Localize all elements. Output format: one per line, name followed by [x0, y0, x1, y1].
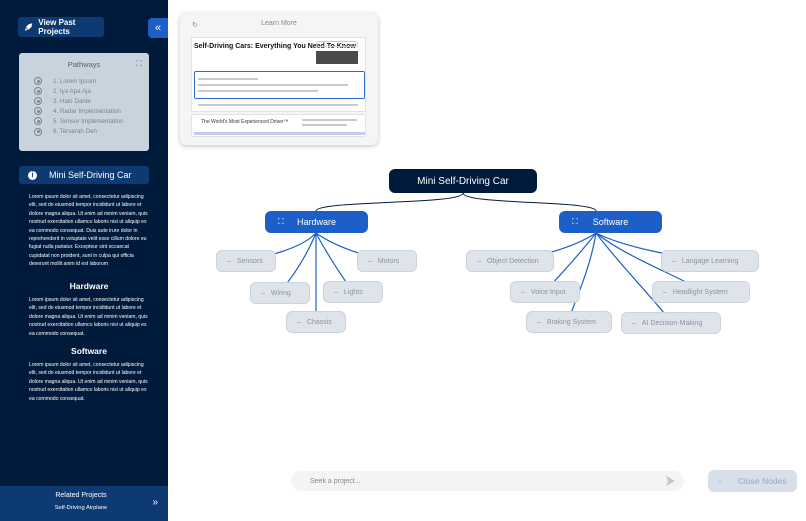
collapse-sidebar-button[interactable]: «: [148, 18, 168, 38]
pathway-label: 4. Radar Implementation: [53, 107, 121, 115]
related-projects[interactable]: Related Projects Self-Driving Airplane »: [0, 486, 168, 521]
minus-icon: –: [718, 477, 722, 485]
related-projects-title: Related Projects: [55, 492, 107, 499]
leaf-node-headlight-system[interactable]: –Headlight System: [652, 281, 750, 303]
pathways-list: 1. Lorem Ipsum 2. Iya Apa Aja 3. Halo Da…: [34, 76, 124, 137]
leaf-label: Lights: [343, 288, 363, 296]
leaf-node-wiring[interactable]: –Wiring: [250, 282, 310, 304]
pathway-bullet-icon: [34, 117, 42, 126]
leaf-node-sensors[interactable]: –Sensors: [216, 250, 276, 272]
learn-more-title: Learn More: [261, 20, 297, 27]
leaf-label: Langage Learning: [681, 257, 739, 265]
collapse-node-icon[interactable]: ⛶: [572, 217, 578, 226]
software-node-label: Software: [592, 217, 629, 227]
project-search: [291, 471, 684, 491]
leaf-node-chassis[interactable]: –Chassis: [286, 311, 346, 333]
leaf-node-braking-system[interactable]: –Braking System: [526, 311, 612, 333]
article-title: Self-Driving Cars: Everything You Need T…: [194, 43, 356, 50]
pathway-label: 2. Iya Apa Aja: [53, 87, 91, 95]
hardware-node[interactable]: ⛶ Hardware: [265, 211, 368, 233]
pathways-title: Pathways: [67, 60, 101, 69]
send-icon[interactable]: [666, 476, 675, 486]
thumbnail-line: [198, 84, 348, 86]
pathway-bullet-icon: [34, 87, 42, 96]
leaf-node-langage-learning[interactable]: –Langage Learning: [661, 250, 759, 272]
pathways-panel: Pathways ⛶ 1. Lorem Ipsum 2. Iya Apa Aja…: [19, 53, 149, 151]
thumbnail-searchbar: [316, 41, 358, 47]
leaf-label: Motors: [377, 257, 400, 265]
ad-thumbnail[interactable]: The World's Most Experienced Driver™: [191, 114, 366, 137]
leaf-node-object-detection[interactable]: –Object Detection: [466, 250, 554, 272]
intro-paragraph: Lorem ipsum dolor sit amet, consectetur …: [29, 194, 148, 268]
thumbnail-line: [198, 104, 358, 106]
thumbnail-image: [316, 51, 358, 64]
leaf-node-voice-input[interactable]: –Voice Input: [510, 281, 580, 303]
leaf-label: AI Decision-Making: [641, 319, 703, 327]
mindmap-root-node[interactable]: Mini Self-Driving Car: [389, 169, 537, 193]
pathway-item[interactable]: 3. Halo Dante: [34, 96, 124, 106]
view-past-projects-button[interactable]: View Past Projects: [18, 17, 104, 37]
pathway-bullet-icon: [34, 97, 42, 106]
pathway-label: 5. Sensor Implementation: [53, 117, 124, 125]
pathway-item[interactable]: 6. Terserah Deh: [34, 126, 124, 136]
leaf-label: Chassis: [306, 318, 332, 326]
software-node[interactable]: ⛶ Software: [559, 211, 662, 233]
article-thumbnail[interactable]: Self-Driving Cars: Everything You Need T…: [191, 37, 366, 112]
pathway-label: 6. Terserah Deh: [53, 128, 97, 136]
pathway-bullet-icon: [34, 107, 42, 116]
thumbnail-bar: [194, 132, 365, 135]
refresh-icon[interactable]: ↻: [192, 22, 198, 29]
close-nodes-button[interactable]: – Close Nodes: [708, 470, 797, 492]
pathway-item[interactable]: 2. Iya Apa Aja: [34, 86, 124, 96]
pathway-label: 3. Halo Dante: [53, 97, 91, 105]
leaf-label: Voice Input: [530, 288, 566, 296]
close-nodes-label: Close Nodes: [737, 476, 787, 486]
pathway-bullet-icon: [34, 77, 42, 86]
software-heading: Software: [71, 346, 107, 356]
collapse-node-icon[interactable]: ⛶: [278, 217, 284, 226]
leaf-label: Wiring: [270, 289, 291, 297]
thumbnail-line: [198, 78, 258, 80]
hardware-paragraph: Lorem ipsum dolor sit amet, consectetur …: [29, 297, 148, 337]
rocket-icon: [24, 23, 33, 31]
leaf-label: Sensors: [236, 257, 263, 265]
double-chevron-left-icon: «: [154, 22, 162, 34]
thumbnail-line: [302, 124, 347, 126]
pathway-label: 1. Lorem Ipsum: [53, 77, 96, 85]
project-section-title: Mini Self-Driving Car: [49, 170, 132, 180]
software-paragraph: Lorem ipsum dolor sit amet, consectetur …: [29, 362, 148, 402]
double-chevron-right-icon[interactable]: »: [152, 497, 158, 508]
pathway-bullet-icon: [34, 127, 42, 136]
expand-icon[interactable]: ⛶: [136, 59, 142, 68]
hardware-heading: Hardware: [69, 281, 109, 291]
pathway-item[interactable]: 4. Radar Implementation: [34, 106, 124, 116]
leaf-label: Braking System: [546, 318, 596, 326]
related-project-name[interactable]: Self-Driving Airplane: [54, 505, 108, 511]
pathway-item[interactable]: 1. Lorem Ipsum: [34, 76, 124, 86]
hardware-node-label: Hardware: [296, 217, 336, 227]
sidebar: View Past Projects « Pathways ⛶ 1. Lorem…: [0, 0, 168, 521]
view-past-projects-label: View Past Projects: [38, 18, 76, 36]
leaf-label: Headlight System: [672, 288, 728, 296]
project-section-header: i Mini Self-Driving Car: [19, 166, 149, 184]
leaf-label: Object Detection: [486, 257, 539, 265]
info-icon: i: [28, 170, 37, 180]
pathway-item[interactable]: 5. Sensor Implementation: [34, 116, 124, 126]
leaf-node-lights[interactable]: –Lights: [323, 281, 383, 303]
thumbnail-highlight: [194, 71, 365, 99]
search-input[interactable]: [310, 474, 650, 488]
leaf-node-motors[interactable]: –Motors: [357, 250, 417, 272]
leaf-node-ai-decision-making[interactable]: –AI Decision-Making: [621, 312, 721, 334]
thumbnail-line: [302, 119, 357, 121]
ad-text: The World's Most Experienced Driver™: [201, 119, 289, 125]
thumbnail-line: [198, 90, 318, 92]
learn-more-card: ↻ Learn More Self-Driving Cars: Everythi…: [180, 13, 378, 145]
